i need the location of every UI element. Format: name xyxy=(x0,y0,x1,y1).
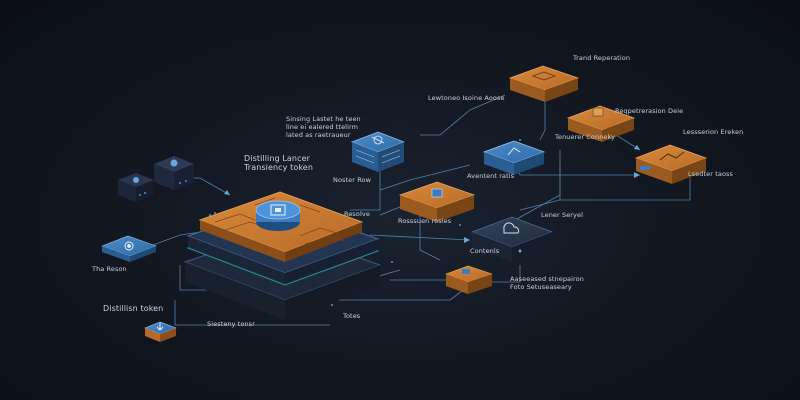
stacked-server-node xyxy=(350,131,406,172)
distillation-label: Distillisn token xyxy=(103,304,164,313)
lock-icon xyxy=(431,188,443,198)
chart-icon xyxy=(659,151,685,161)
far-right-label: Lessserion Ereken xyxy=(683,128,744,136)
download-icon xyxy=(156,323,164,331)
bottom-caption-label: Siesteny tonsr xyxy=(207,320,256,328)
chip-icon xyxy=(255,200,301,231)
mid-caption-label: Tenuerer Conneky xyxy=(555,133,616,141)
resolve-label: Resolve xyxy=(344,210,370,218)
assumed-label: Aaseeased stnepairon Foto Setuseaseary xyxy=(510,275,584,291)
dark-cube-pair xyxy=(118,156,194,202)
gear-node xyxy=(101,235,157,262)
stack-notes-label: Sinsing Lastet he teen line ei ealered t… xyxy=(286,115,361,139)
bottom-small-label: Totes xyxy=(343,312,361,320)
server-node xyxy=(470,216,554,262)
stack-caption-label: Noster Row xyxy=(333,176,372,184)
center-server-label: Rosssuen rosies xyxy=(398,217,452,225)
network-icon xyxy=(371,135,385,145)
gear-caption-label: Tha Reson xyxy=(92,265,127,273)
central-platform xyxy=(183,191,382,320)
cube-icon xyxy=(507,147,521,156)
cloud-icon xyxy=(503,222,520,234)
far-right-node xyxy=(634,144,708,184)
controls-label: Contenls xyxy=(470,247,500,255)
tone-api-label: Lewtoneo Isoine Aoose xyxy=(428,94,505,102)
top-right-label: Trand Reperation xyxy=(573,54,631,62)
download-node xyxy=(144,321,177,342)
gear-icon xyxy=(124,241,134,251)
repetition-node xyxy=(508,65,580,102)
controls-node xyxy=(445,265,493,294)
avertent-label: Aventent ratis xyxy=(467,172,515,180)
repression-node xyxy=(566,105,636,142)
second-right-label: Reqpetrerasion Deie xyxy=(615,107,684,115)
lock-node xyxy=(398,181,476,222)
lower-right-label: Lener Seryel xyxy=(541,211,584,219)
center-title-label: Distilling Lancer Transiency token xyxy=(244,154,314,172)
dotted-accents xyxy=(209,139,521,306)
tone-node xyxy=(482,140,546,175)
far-right-caption-label: Lsedter taoss xyxy=(688,170,734,178)
